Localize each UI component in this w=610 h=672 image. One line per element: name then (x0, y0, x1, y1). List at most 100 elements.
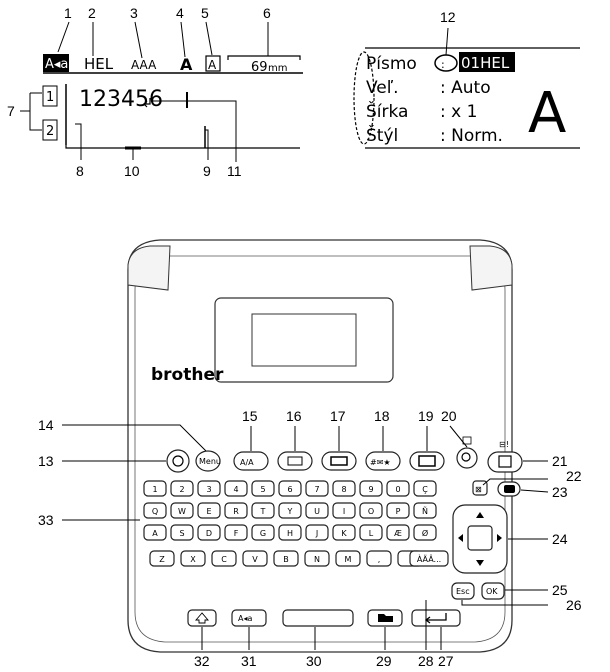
callout-21: 21 (552, 453, 568, 469)
letter-3-key[interactable] (224, 502, 248, 519)
digit-2-key[interactable] (170, 480, 194, 497)
symbol-button[interactable] (365, 451, 401, 471)
setting-value-3: : x 1 (440, 102, 477, 122)
accent-key[interactable] (409, 550, 449, 567)
magnifier-icon (461, 452, 471, 462)
ok-button[interactable] (481, 582, 505, 600)
digit-1-key[interactable] (143, 480, 167, 497)
letter-4-key[interactable] (251, 502, 275, 519)
lcd-right: Písmo Veľ. Šírka Štýl : 01HEL : Auto : x… (353, 47, 580, 149)
frame-key-icon (330, 456, 348, 466)
letter-8-key[interactable] (359, 502, 383, 519)
arrow-down-icon[interactable] (476, 560, 484, 566)
template-key-icon (418, 455, 436, 467)
letter-a1-key[interactable] (170, 524, 194, 541)
digit-7-key[interactable] (305, 480, 329, 497)
space-button[interactable] (282, 609, 354, 627)
c-cedilla-key-label: Ç (422, 485, 428, 494)
digit-6-key-label: 6 (287, 485, 292, 494)
power-button[interactable] (166, 449, 190, 473)
letter-a2-key[interactable] (197, 524, 221, 541)
digit-9-key[interactable] (359, 480, 383, 497)
callout-6: 6 (263, 5, 271, 21)
frame-button[interactable] (321, 451, 357, 471)
callout-11: 11 (227, 163, 242, 179)
digit-3-key[interactable] (197, 480, 221, 497)
letter-z5-key[interactable] (304, 550, 330, 567)
callout-17: 17 (330, 408, 346, 424)
letter-a1-key-label: S (179, 529, 184, 538)
setting-label-3: Šírka (366, 100, 408, 122)
letter-z7-key[interactable] (366, 550, 392, 567)
template-button[interactable] (409, 451, 445, 471)
letter-2-key[interactable] (197, 502, 221, 519)
preview-button[interactable] (456, 447, 478, 469)
letter-z0-key[interactable] (149, 550, 175, 567)
letter-a2-key-label: D (206, 529, 212, 538)
setting-value-4: : Norm. (440, 126, 503, 146)
digit-6-key[interactable] (278, 480, 302, 497)
esc-button[interactable] (451, 582, 475, 600)
letter-10-key[interactable] (413, 502, 437, 519)
digit-8-key[interactable] (332, 480, 356, 497)
line1-box (42, 85, 58, 107)
font-button[interactable] (233, 451, 269, 471)
print-button[interactable] (487, 451, 523, 473)
letter-z1-key[interactable] (180, 550, 206, 567)
label-button[interactable] (277, 451, 313, 471)
digit-5-key[interactable] (251, 480, 275, 497)
arrow-right-icon[interactable] (497, 534, 502, 542)
letter-a7-key[interactable] (332, 524, 356, 541)
setting-label-2: Veľ. (366, 78, 399, 98)
c-cedilla-key[interactable] (413, 480, 437, 497)
leader-12 (445, 27, 449, 56)
callout-lines (20, 21, 549, 650)
mode-icon-bg (43, 54, 69, 72)
letter-a5-key[interactable] (278, 524, 302, 541)
esc-key-label: Esc (456, 587, 470, 596)
digit-4-key-label: 4 (233, 485, 238, 494)
enter-button[interactable] (411, 609, 461, 627)
label-key-icon (287, 456, 303, 466)
letter-z3-key[interactable] (242, 550, 268, 567)
letter-a3-key[interactable] (224, 524, 248, 541)
setting-value-2: : Auto (440, 78, 491, 98)
letter-7-key[interactable] (332, 502, 356, 519)
letter-z2-key-label: C (221, 555, 227, 564)
letter-z6-key[interactable] (335, 550, 361, 567)
shift-button[interactable] (187, 609, 217, 627)
letter-a6-key[interactable] (305, 524, 329, 541)
letter-z2-key[interactable] (211, 550, 237, 567)
letter-a8-key[interactable] (359, 524, 383, 541)
callout-12: 12 (440, 9, 456, 25)
digit-2-key-label: 2 (179, 485, 184, 494)
digit-4-key[interactable] (224, 480, 248, 497)
letter-5-key[interactable] (278, 502, 302, 519)
letter-a0-key[interactable] (143, 524, 167, 541)
arrow-left-icon[interactable] (458, 534, 463, 542)
callout-19: 19 (418, 408, 434, 424)
letter-a10-key[interactable] (413, 524, 437, 541)
leader-20 (449, 425, 468, 448)
letter-9-key[interactable] (386, 502, 410, 519)
letter-a7-key-label: K (341, 529, 347, 538)
digit-0-key[interactable] (386, 480, 410, 497)
case-button[interactable] (231, 609, 267, 627)
digit-5-key-label: 5 (260, 485, 265, 494)
letter-1-key[interactable] (170, 502, 194, 519)
letter-6-key[interactable] (305, 502, 329, 519)
letter-0-key[interactable] (143, 502, 167, 519)
letter-a10-key-label: Ø (422, 528, 428, 538)
menu-button[interactable] (195, 450, 221, 472)
letter-a9-key[interactable] (386, 524, 410, 541)
lcd-right-left-bracket (353, 51, 375, 145)
line2-number: 2 (46, 124, 54, 139)
leader-8 (75, 123, 82, 160)
frame-indicator: A (208, 58, 217, 72)
font-value-bg (459, 52, 515, 72)
arrow-up-icon[interactable] (476, 512, 484, 518)
callout-29: 29 (376, 653, 392, 669)
callout-1: 1 (64, 5, 72, 21)
letter-a4-key[interactable] (251, 524, 275, 541)
letter-z4-key[interactable] (273, 550, 299, 567)
